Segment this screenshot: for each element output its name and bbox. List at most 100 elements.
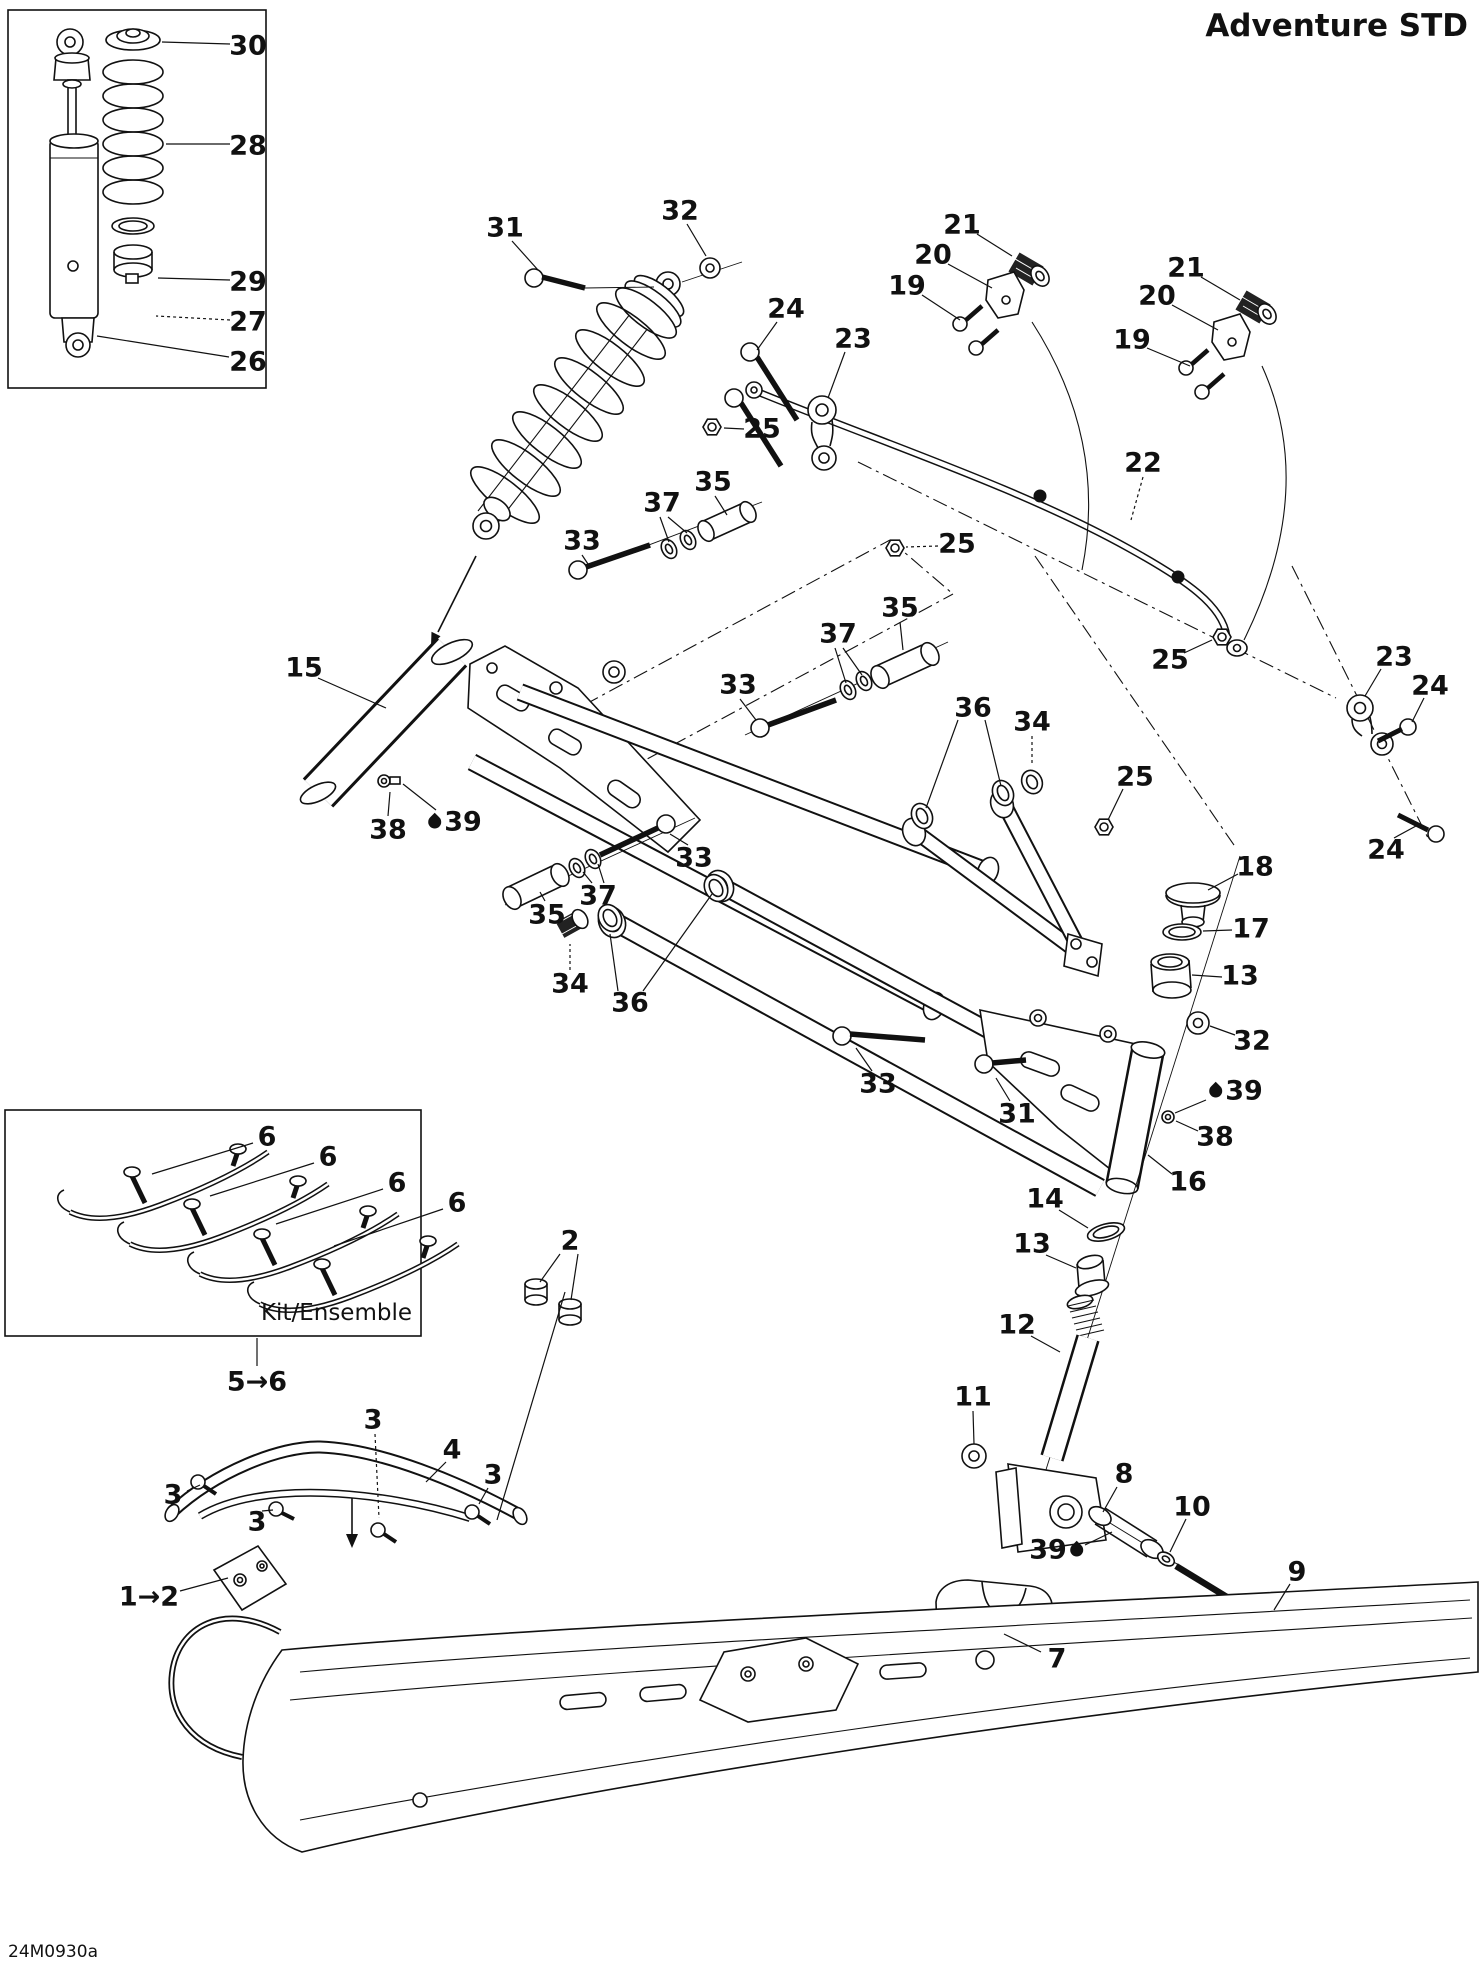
callout-8: 8 (1115, 1459, 1134, 1490)
callout-11: 11 (954, 1382, 992, 1413)
callout-number: 21 (1167, 252, 1205, 284)
callout-number: 24 (1411, 670, 1449, 702)
ski-runner (57, 1143, 270, 1221)
callout-number: 33 (719, 669, 757, 701)
callout-number: 29 (229, 266, 267, 298)
callout-37: 37 (579, 881, 617, 912)
shock-inset-box (7, 9, 267, 389)
callout-10: 10 (1173, 1492, 1211, 1523)
leader-line-7 (1003, 1633, 1042, 1653)
callout-number: 38 (1196, 1121, 1234, 1153)
callout-number: 9 (1287, 1556, 1307, 1588)
callout-number: 23 (1375, 641, 1413, 673)
callout-number: 3 (363, 1404, 383, 1436)
ski-runner (187, 1205, 400, 1283)
leader-line-37 (842, 647, 863, 676)
callout-number: 20 (1138, 280, 1176, 312)
leader-line-33 (669, 833, 689, 846)
callout-number: 19 (1113, 324, 1151, 356)
callout-number: 37 (819, 618, 857, 650)
callout-number: 26 (229, 346, 267, 378)
callout-number: 23 (834, 323, 872, 355)
leader-line-6 (151, 1142, 254, 1175)
leader-line-31 (995, 1077, 1011, 1102)
leader-line-36 (642, 893, 713, 992)
callout-3: 3 (364, 1405, 383, 1436)
callout-number: 1→2 (118, 1581, 180, 1613)
callout-number: 35 (694, 466, 732, 498)
leader-line-2 (539, 1253, 561, 1283)
leader-line-38 (387, 791, 391, 817)
callout-31: 31 (998, 1099, 1036, 1130)
callout-number: 3 (247, 1506, 267, 1538)
diagram-title: Adventure STD (1205, 8, 1468, 44)
callout-number: 33 (675, 842, 713, 874)
callout-33: 33 (563, 526, 601, 557)
callout-26: 26 (229, 347, 267, 378)
callout-number: 24 (767, 293, 805, 325)
callout-24: 24 (767, 294, 805, 325)
leader-line-21 (1200, 276, 1241, 301)
frame-and-arms (299, 637, 1166, 1197)
leader-line-35 (899, 621, 904, 651)
ski-assembly (164, 1278, 1479, 1853)
leader-line-10 (1169, 1518, 1187, 1553)
leader-line-19 (921, 294, 961, 321)
leader-line-17 (1202, 929, 1233, 932)
callout-37: 37 (643, 488, 681, 519)
leader-line-35 (714, 495, 728, 516)
ski-runner (247, 1235, 460, 1313)
callout-19: 19 (888, 271, 926, 302)
callout-39: 39 (1029, 1534, 1086, 1566)
kit-box (4, 1109, 460, 1337)
callout-6: 6 (319, 1142, 338, 1173)
callout-22: 22 (1124, 448, 1162, 479)
callout-36: 36 (954, 693, 992, 724)
callout-14: 14 (1026, 1184, 1064, 1215)
callout-23: 23 (834, 324, 872, 355)
callout-number: 39 (1029, 1534, 1067, 1566)
callout-leader-lines (96, 41, 1425, 1653)
callout-number: 39 (1225, 1075, 1263, 1107)
callout-39: 39 (425, 807, 482, 838)
callout-34: 34 (1013, 707, 1051, 738)
callout-number: 8 (1114, 1458, 1134, 1490)
callout-25: 25 (1116, 762, 1154, 793)
callout-33: 33 (719, 670, 757, 701)
callout-25: 25 (938, 529, 976, 560)
leader-line-39 (402, 783, 437, 811)
callout-31: 31 (486, 213, 524, 244)
leader-line-4 (425, 1461, 447, 1483)
callout-number: 17 (1232, 913, 1270, 945)
callout-27: 27 (229, 307, 267, 338)
leader-line-22 (1130, 476, 1144, 521)
callout-35: 35 (528, 900, 566, 931)
callout-17: 17 (1232, 914, 1270, 945)
callout-35: 35 (881, 593, 919, 624)
callout-number: 31 (998, 1098, 1036, 1130)
leader-line-3 (261, 1509, 274, 1512)
leader-line-37 (597, 863, 605, 884)
leader-line-13 (1191, 974, 1223, 978)
callout-7: 7 (1048, 1644, 1067, 1675)
leader-line-33 (581, 554, 589, 565)
callout-13: 13 (1221, 961, 1259, 992)
leader-line-23 (827, 351, 846, 399)
lock-nut (702, 418, 1232, 836)
tie-rod-ends (702, 342, 1445, 843)
leader-line-24 (1393, 825, 1417, 839)
leader-line-39 (1084, 1531, 1113, 1546)
kit-label: Kit/Ensemble (260, 1300, 412, 1326)
leader-line-36 (984, 719, 1002, 787)
callout-number: 6 (387, 1167, 407, 1199)
callout-5→6: 5→6 (227, 1367, 287, 1398)
callout-number: 12 (998, 1309, 1036, 1341)
leader-line-25 (1183, 639, 1213, 654)
callout-number: 24 (1367, 834, 1405, 866)
callout-number: 37 (643, 487, 681, 519)
leader-line-12 (1030, 1335, 1061, 1353)
callout-number: 2 (560, 1225, 580, 1257)
callout-number: 10 (1173, 1491, 1211, 1523)
